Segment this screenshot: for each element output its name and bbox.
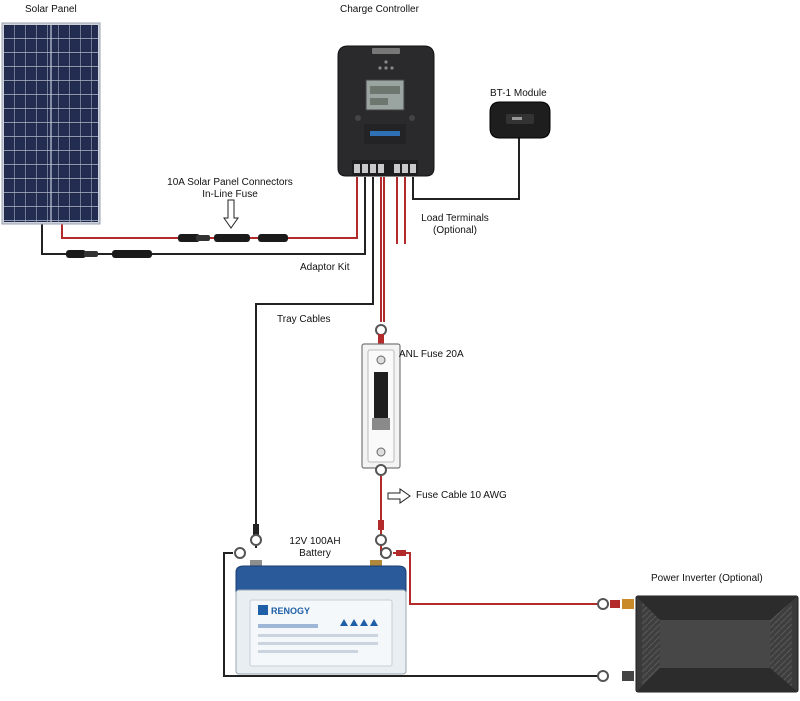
connectors-label-line1: 10A Solar Panel Connectors bbox=[167, 177, 293, 188]
fuse-cable-pointer-arrow bbox=[387, 488, 411, 504]
wires bbox=[41, 135, 598, 677]
mc4-connectors-positive bbox=[178, 234, 288, 242]
anl-fuse-label: ANL Fuse 20A bbox=[399, 349, 464, 360]
inverter-positive-wire bbox=[393, 552, 598, 605]
bt1-module bbox=[489, 101, 551, 139]
terminal bbox=[402, 164, 408, 173]
pv-negative-wire bbox=[41, 177, 366, 255]
load-terminals-label-line2: (Optional) bbox=[433, 225, 477, 236]
terminal bbox=[410, 164, 416, 173]
solar-panel-label: Solar Panel bbox=[25, 4, 77, 15]
battery-warning-icons bbox=[340, 619, 378, 626]
fuse-cable-label: Fuse Cable 10 AWG bbox=[416, 490, 507, 501]
controller-brand-strip bbox=[370, 131, 400, 136]
inverter-negative-post bbox=[622, 671, 634, 681]
charge-controller bbox=[337, 45, 435, 177]
fuse-element bbox=[374, 372, 388, 418]
terminal bbox=[394, 164, 400, 173]
battery-brand-text: RENOGY bbox=[271, 606, 310, 616]
adaptor-kit-label: Adaptor Kit bbox=[300, 262, 350, 273]
bt1-cable bbox=[412, 135, 520, 200]
controller-button bbox=[355, 115, 361, 121]
ring-terminal bbox=[375, 324, 387, 336]
connectors-label-line2: In-Line Fuse bbox=[202, 189, 258, 200]
tray-cables-label: Tray Cables bbox=[277, 314, 331, 325]
charge-controller-label: Charge Controller bbox=[340, 4, 419, 15]
battery-label-line2: Battery bbox=[299, 548, 331, 559]
power-inverter-label: Power Inverter (Optional) bbox=[651, 573, 763, 584]
battery: RENOGY bbox=[234, 524, 407, 675]
fuse-pointer-arrow bbox=[223, 199, 239, 229]
controller-button bbox=[409, 115, 415, 121]
load-terminals-label-line1: Load Terminals bbox=[421, 213, 489, 224]
battery-label-line1: 12V 100AH bbox=[289, 536, 341, 547]
ring-terminal bbox=[375, 464, 387, 476]
controller-logo bbox=[372, 48, 400, 54]
tray-negative-wire bbox=[255, 177, 374, 548]
inverter-negative-wire bbox=[223, 552, 598, 677]
mc4-connectors-negative bbox=[66, 250, 152, 258]
terminal bbox=[378, 164, 384, 173]
battery-positive-terminal bbox=[375, 534, 387, 546]
power-inverter bbox=[597, 595, 799, 693]
controller-lcd bbox=[365, 79, 405, 111]
inverter-positive-post bbox=[622, 599, 634, 609]
terminal bbox=[370, 164, 376, 173]
terminal bbox=[354, 164, 360, 173]
solar-panel bbox=[1, 22, 101, 225]
inline-fuse bbox=[214, 234, 250, 242]
battery-negative-terminal bbox=[250, 534, 262, 546]
bt1-module-label: BT-1 Module bbox=[490, 88, 547, 99]
anl-fuse bbox=[361, 324, 401, 476]
terminal bbox=[362, 164, 368, 173]
